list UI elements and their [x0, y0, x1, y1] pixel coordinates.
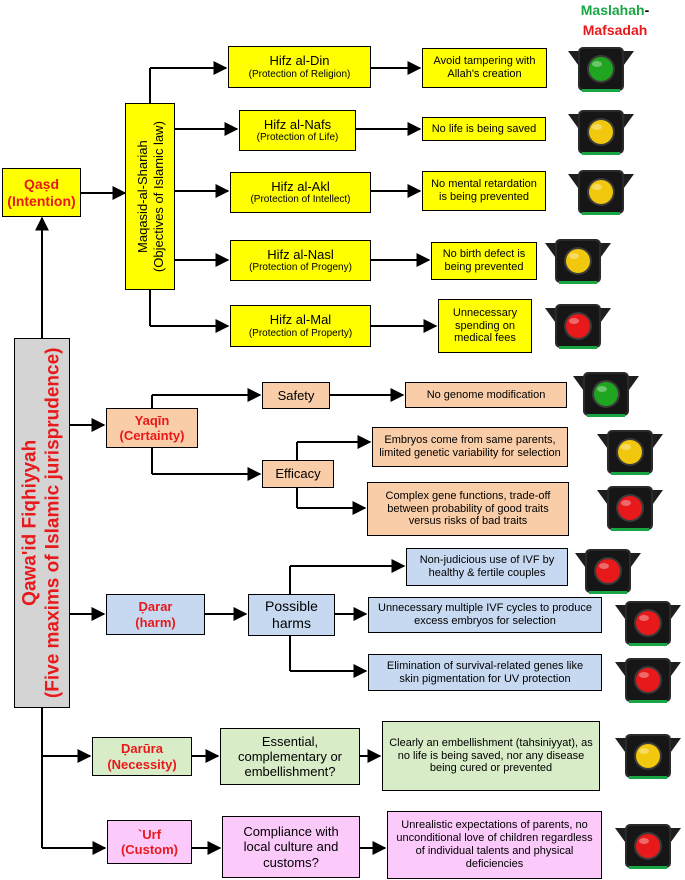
maqasid-title: Maqasid-al-Shariah	[134, 140, 150, 253]
darura-question-box: Essential, complementary or embellishmen…	[220, 728, 360, 785]
darura-title: Ḍarūra	[121, 741, 163, 757]
hifz-desc: (Protection of Property)	[248, 327, 353, 339]
hifz-nasl-box: Hifz al-Nasl (Protection of Progeny)	[230, 240, 371, 281]
legend-dash: -	[644, 2, 650, 18]
traffic-light-efficacy-2	[597, 484, 663, 537]
traffic-light-harm-3	[615, 656, 681, 709]
darar-box: Ḍarar (harm)	[106, 594, 205, 635]
hifz-akl-box: Hifz al-Akl (Protection of Intellect)	[230, 172, 371, 213]
hifz-name: Hifz al-Din	[269, 53, 330, 69]
hifz-name: Hifz al-Mal	[269, 312, 332, 328]
darar-subtitle: (harm)	[135, 614, 176, 630]
traffic-light-mal	[545, 302, 611, 355]
hifz-desc: (Protection of Religion)	[248, 68, 351, 80]
efficacy-outcome-1: Embryos come from same parents, limited …	[372, 427, 568, 467]
hifz-nafs-box: Hifz al-Nafs (Protection of Life)	[239, 110, 356, 151]
possible-harms-box: Possible harms	[248, 594, 335, 636]
urf-box: `Urf (Custom)	[107, 820, 192, 864]
hifz-name: Hifz al-Nasl	[267, 246, 334, 262]
harm-outcome-3: Elimination of survival-related genes li…	[368, 654, 602, 691]
yaqin-subtitle: (Certainty)	[119, 428, 185, 443]
safety-box: Safety	[262, 382, 330, 409]
legend-mafsadah: Mafsadah	[582, 22, 648, 38]
traffic-light-nafs	[568, 108, 634, 161]
traffic-light-safety	[573, 370, 639, 423]
hifz-din-box: Hifz al-Din (Protection of Religion)	[228, 46, 371, 88]
efficacy-outcome-2: Complex gene functions, trade-off betwee…	[367, 482, 569, 536]
hifz-name: Hifz al-Nafs	[263, 116, 332, 132]
yaqin-box: Yaqīn (Certainty)	[106, 408, 198, 448]
safety-outcome: No genome modification	[405, 382, 567, 408]
legend-maslahah: Maslahah	[580, 2, 645, 18]
hifz-mal-box: Hifz al-Mal (Protection of Property)	[230, 305, 371, 347]
hifz-name: Hifz al-Akl	[271, 178, 330, 194]
main-maxims-box: Qawa'id Fiqhiyyah (Five maxims of Islami…	[14, 338, 70, 708]
darura-box: Ḍarūra (Necessity)	[92, 737, 192, 776]
traffic-light-urf	[615, 822, 681, 875]
outcome-nafs: No life is being saved	[422, 117, 546, 141]
outcome-akl: No mental retardation is being prevented	[422, 171, 546, 211]
main-title: Qawa'id Fiqhiyyah	[19, 439, 41, 607]
qasd-box: Qaṣd (Intention)	[2, 168, 81, 217]
darura-outcome: Clearly an embellishment (tahsiniyyat), …	[382, 721, 600, 791]
efficacy-box: Efficacy	[262, 460, 334, 488]
qasd-subtitle: (Intention)	[7, 192, 76, 209]
darar-title: Ḍarar	[138, 599, 173, 615]
hifz-desc: (Protection of Intellect)	[250, 194, 351, 206]
outcome-mal: Unnecessary spending on medical fees	[438, 299, 532, 353]
urf-outcome: Unrealistic expectations of parents, no …	[387, 811, 602, 879]
hifz-desc: (Protection of Life)	[256, 132, 339, 144]
maqasid-box: Maqasid-al-Shariah (Objectives of Islami…	[125, 103, 175, 290]
traffic-light-darura	[615, 732, 681, 785]
traffic-light-din	[568, 45, 634, 98]
urf-question-box: Compliance with local culture and custom…	[222, 816, 360, 878]
traffic-light-harm-2	[615, 599, 681, 652]
maqasid-subtitle: (Objectives of Islamic law)	[150, 121, 166, 272]
traffic-light-harm-1	[575, 547, 641, 600]
qasd-title: Qaṣd	[23, 175, 59, 192]
traffic-light-akl	[568, 168, 634, 221]
harm-outcome-1: Non-judicious use of IVF by healthy & fe…	[406, 548, 568, 586]
urf-subtitle: (Custom)	[120, 842, 179, 857]
darura-subtitle: (Necessity)	[107, 756, 177, 772]
harm-outcome-2: Unnecessary multiple IVF cycles to produ…	[368, 597, 602, 633]
outcome-din: Avoid tampering with Allah's creation	[422, 48, 547, 88]
traffic-light-nasl	[545, 237, 611, 290]
outcome-nasl: No birth defect is being prevented	[431, 242, 537, 280]
yaqin-title: Yaqīn	[134, 412, 170, 428]
legend: Maslahah- Mafsadah	[545, 0, 685, 40]
urf-title: `Urf	[137, 826, 162, 842]
hifz-desc: (Protection of Progeny)	[249, 262, 352, 274]
main-subtitle: (Five maxims of Islamic jurisprudence)	[42, 347, 64, 699]
traffic-light-efficacy-1	[597, 428, 663, 481]
